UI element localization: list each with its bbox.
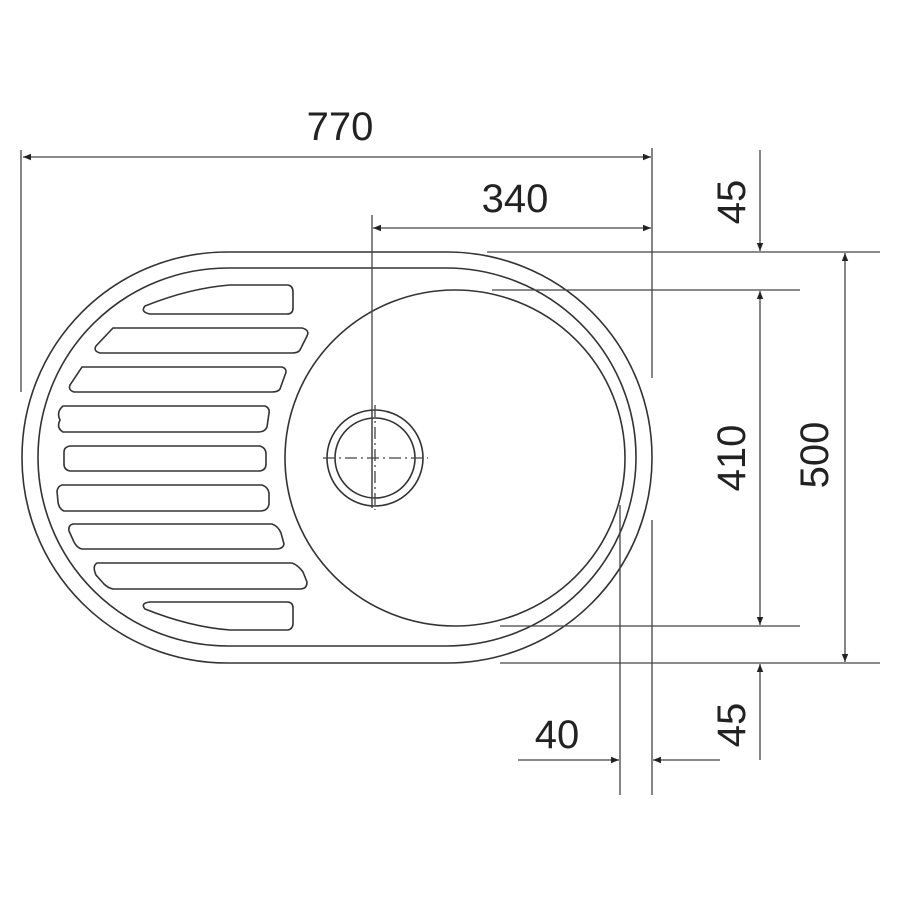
label-340: 340 (482, 177, 549, 221)
drainer-groove (93, 562, 308, 590)
drainer-groove (57, 405, 270, 433)
drainer-groove (68, 366, 287, 393)
drainer-groove (142, 284, 294, 315)
sink-outer-rim (21, 251, 653, 664)
drainer-groove (68, 523, 285, 550)
extension-lines (20, 148, 880, 795)
label-500: 500 (793, 422, 837, 489)
drainer-groove (94, 327, 309, 354)
label-45-top: 45 (710, 180, 754, 225)
label-40: 40 (535, 713, 580, 757)
label-410: 410 (710, 425, 754, 492)
sink-inner-rim (37, 267, 637, 647)
drainer-groove (63, 445, 267, 472)
bowl (284, 289, 626, 627)
label-770: 770 (307, 105, 374, 149)
drainer-groove (56, 484, 270, 512)
label-45-bottom: 45 (710, 703, 754, 748)
drainer-groove (142, 601, 294, 631)
drainer-grooves (56, 284, 309, 631)
